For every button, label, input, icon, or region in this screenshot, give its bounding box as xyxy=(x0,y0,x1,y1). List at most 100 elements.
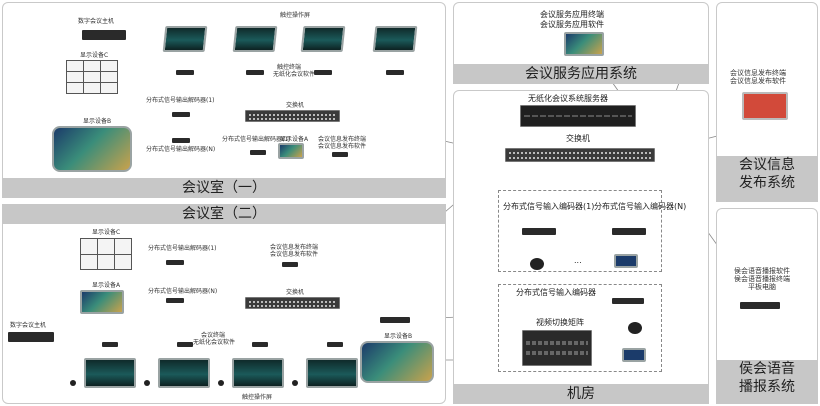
room2-curved-display xyxy=(360,341,434,383)
info-publish-screen xyxy=(742,92,788,120)
meeting-room-1-title-band: 会议室（一） xyxy=(2,178,446,198)
room1-publish-terminal-label: 会议信息发布终端 xyxy=(318,136,367,143)
digital-conference-host xyxy=(82,30,126,40)
room2-mic-1 xyxy=(70,380,76,386)
voice-software-label: 侯会语音播报软件 xyxy=(734,267,790,275)
machine-room-title: 机房 xyxy=(567,386,595,402)
machine-video-matrix xyxy=(522,330,592,366)
room2-room-encoder xyxy=(380,317,410,323)
room1-publish-software-label: 会议信息发布软件 xyxy=(318,143,367,150)
room2-decoder-1 xyxy=(166,260,184,265)
meeting-room-1-title: 会议室（一） xyxy=(182,180,266,196)
room2-publish-terminal-label: 会议信息发布终端 xyxy=(270,244,319,251)
room2-touch-terminal-label: 会议终端 xyxy=(201,332,226,339)
room1-decoder-1-label: 分布式信号输出解码器(1) xyxy=(146,97,215,104)
meeting-room-2-title: 会议室（二） xyxy=(182,206,266,222)
machine-encoder-small xyxy=(612,298,644,304)
room2-digital-host xyxy=(8,332,54,342)
machine-camera-1 xyxy=(530,258,544,270)
room1-touch-monitor-2 xyxy=(232,26,278,52)
room2-decoder-1-label: 分布式信号输出解码器(1) xyxy=(148,245,217,252)
room2-decoder-n xyxy=(166,298,184,303)
room1-decoder-display-label: 分布式信号输出解码器(1) xyxy=(222,136,291,143)
room1-video-wall xyxy=(66,60,118,94)
machine-server xyxy=(520,105,636,127)
room1-display-a xyxy=(278,143,304,159)
machine-encoder-group-bottom xyxy=(498,284,662,372)
room2-terminal-box-4 xyxy=(327,342,343,347)
room1-decoder-1 xyxy=(172,112,190,117)
room1-touch-terminal-label: 触控终端 xyxy=(277,64,302,71)
room1-decoder-n xyxy=(172,138,190,143)
room2-touch-monitor-4 xyxy=(306,358,358,388)
machine-encoder-1-label-line: 分布式信号输入编码器(1) xyxy=(503,202,595,211)
room1-terminal-box-4 xyxy=(386,70,404,75)
room1-touch-monitor-1 xyxy=(162,26,208,52)
machine-ellipsis: ... xyxy=(574,256,582,265)
room2-network-switch xyxy=(245,297,340,309)
service-system-title-band: 会议服务应用系统 xyxy=(453,64,709,84)
room1-touch-monitor-3 xyxy=(300,26,346,52)
room1-display-a-label: 显示设备A xyxy=(280,136,309,143)
info-publish-terminal-label: 会议信息发布终端 xyxy=(730,69,786,77)
room1-decoder-n-label: 分布式信号输出解码器(N) xyxy=(146,146,216,153)
service-imac xyxy=(564,32,604,56)
room1-touch-monitor-4 xyxy=(372,26,418,52)
machine-encoder-1 xyxy=(522,228,556,235)
room2-terminal-box-1 xyxy=(102,342,118,347)
room2-terminal-box-3 xyxy=(252,342,268,347)
room2-paperless-software-label: 无纸化会议软件 xyxy=(193,339,236,346)
info-publish-software-label: 会议信息发布软件 xyxy=(730,77,786,85)
voice-system-title-band: 侯会语音 播报系统 xyxy=(716,360,818,404)
machine-laptop-2 xyxy=(622,348,646,362)
room1-touch-units-label: 触控操作屏 xyxy=(280,12,311,19)
machine-encoder-group-label: 分布式信号输入编码器 xyxy=(516,288,596,297)
room2-display-a-label: 显示设备A xyxy=(92,282,121,289)
voice-tablet-label: 平板电脑 xyxy=(748,283,776,291)
info-publish-title-line2: 发布系统 xyxy=(739,175,795,191)
room2-display-c-label: 显示设备C xyxy=(92,229,121,236)
machine-matrix-label: 视频切换矩阵 xyxy=(536,318,584,327)
room2-publish-software-label: 会议信息发布软件 xyxy=(270,251,319,258)
machine-encoder-n-label: 分布式信号输入编码器(N) xyxy=(594,202,687,211)
machine-laptop-1 xyxy=(614,254,638,268)
room2-touch-units-label: 触控操作屏 xyxy=(242,394,273,401)
room1-switch-label: 交换机 xyxy=(286,102,305,109)
machine-camera-2 xyxy=(628,322,642,334)
room2-video-wall xyxy=(80,238,132,270)
room1-paperless-software-label: 无纸化会议软件 xyxy=(273,71,316,78)
room1-display-b-label: 显示设备B xyxy=(83,118,112,125)
room2-mic-4 xyxy=(292,380,298,386)
room2-display-a xyxy=(80,290,124,314)
machine-switch xyxy=(505,148,655,162)
room1-terminal-box-1 xyxy=(176,70,194,75)
service-terminal-label: 会议服务应用终端 xyxy=(540,10,604,19)
room2-display-b-label: 显示设备B xyxy=(384,333,413,340)
voice-terminal-device xyxy=(740,302,780,309)
room1-decoder-display xyxy=(250,150,266,155)
machine-room-title-band: 机房 xyxy=(453,384,709,404)
service-software-label: 会议服务应用软件 xyxy=(540,20,604,29)
machine-encoder-group-top xyxy=(498,190,662,272)
machine-switch-label: 交换机 xyxy=(566,134,590,143)
room1-terminal-box-2 xyxy=(246,70,264,75)
room2-digital-host-label: 数字会议主机 xyxy=(10,322,47,329)
room2-touch-monitor-2 xyxy=(158,358,210,388)
machine-encoder-n xyxy=(612,228,646,235)
room1-publish-box xyxy=(332,152,348,157)
voice-system-title-line2: 播报系统 xyxy=(739,379,795,395)
room2-terminal-box-2 xyxy=(177,342,193,347)
room1-display-c-label: 显示设备C xyxy=(80,52,109,59)
info-publish-title-line1: 会议信息 xyxy=(739,157,795,173)
room2-publish-box xyxy=(282,262,298,267)
service-system-title: 会议服务应用系统 xyxy=(525,66,637,82)
machine-server-label: 无纸化会议系统服务器 xyxy=(528,94,608,103)
room1-curved-display xyxy=(52,126,132,172)
voice-system-title-line1: 侯会语音 xyxy=(739,361,795,377)
room1-terminal-box-3 xyxy=(314,70,332,75)
room2-mic-3 xyxy=(218,380,224,386)
info-publish-title-band: 会议信息 发布系统 xyxy=(716,156,818,202)
room2-touch-monitor-1 xyxy=(84,358,136,388)
room2-mic-2 xyxy=(144,380,150,386)
room2-touch-monitor-3 xyxy=(232,358,284,388)
